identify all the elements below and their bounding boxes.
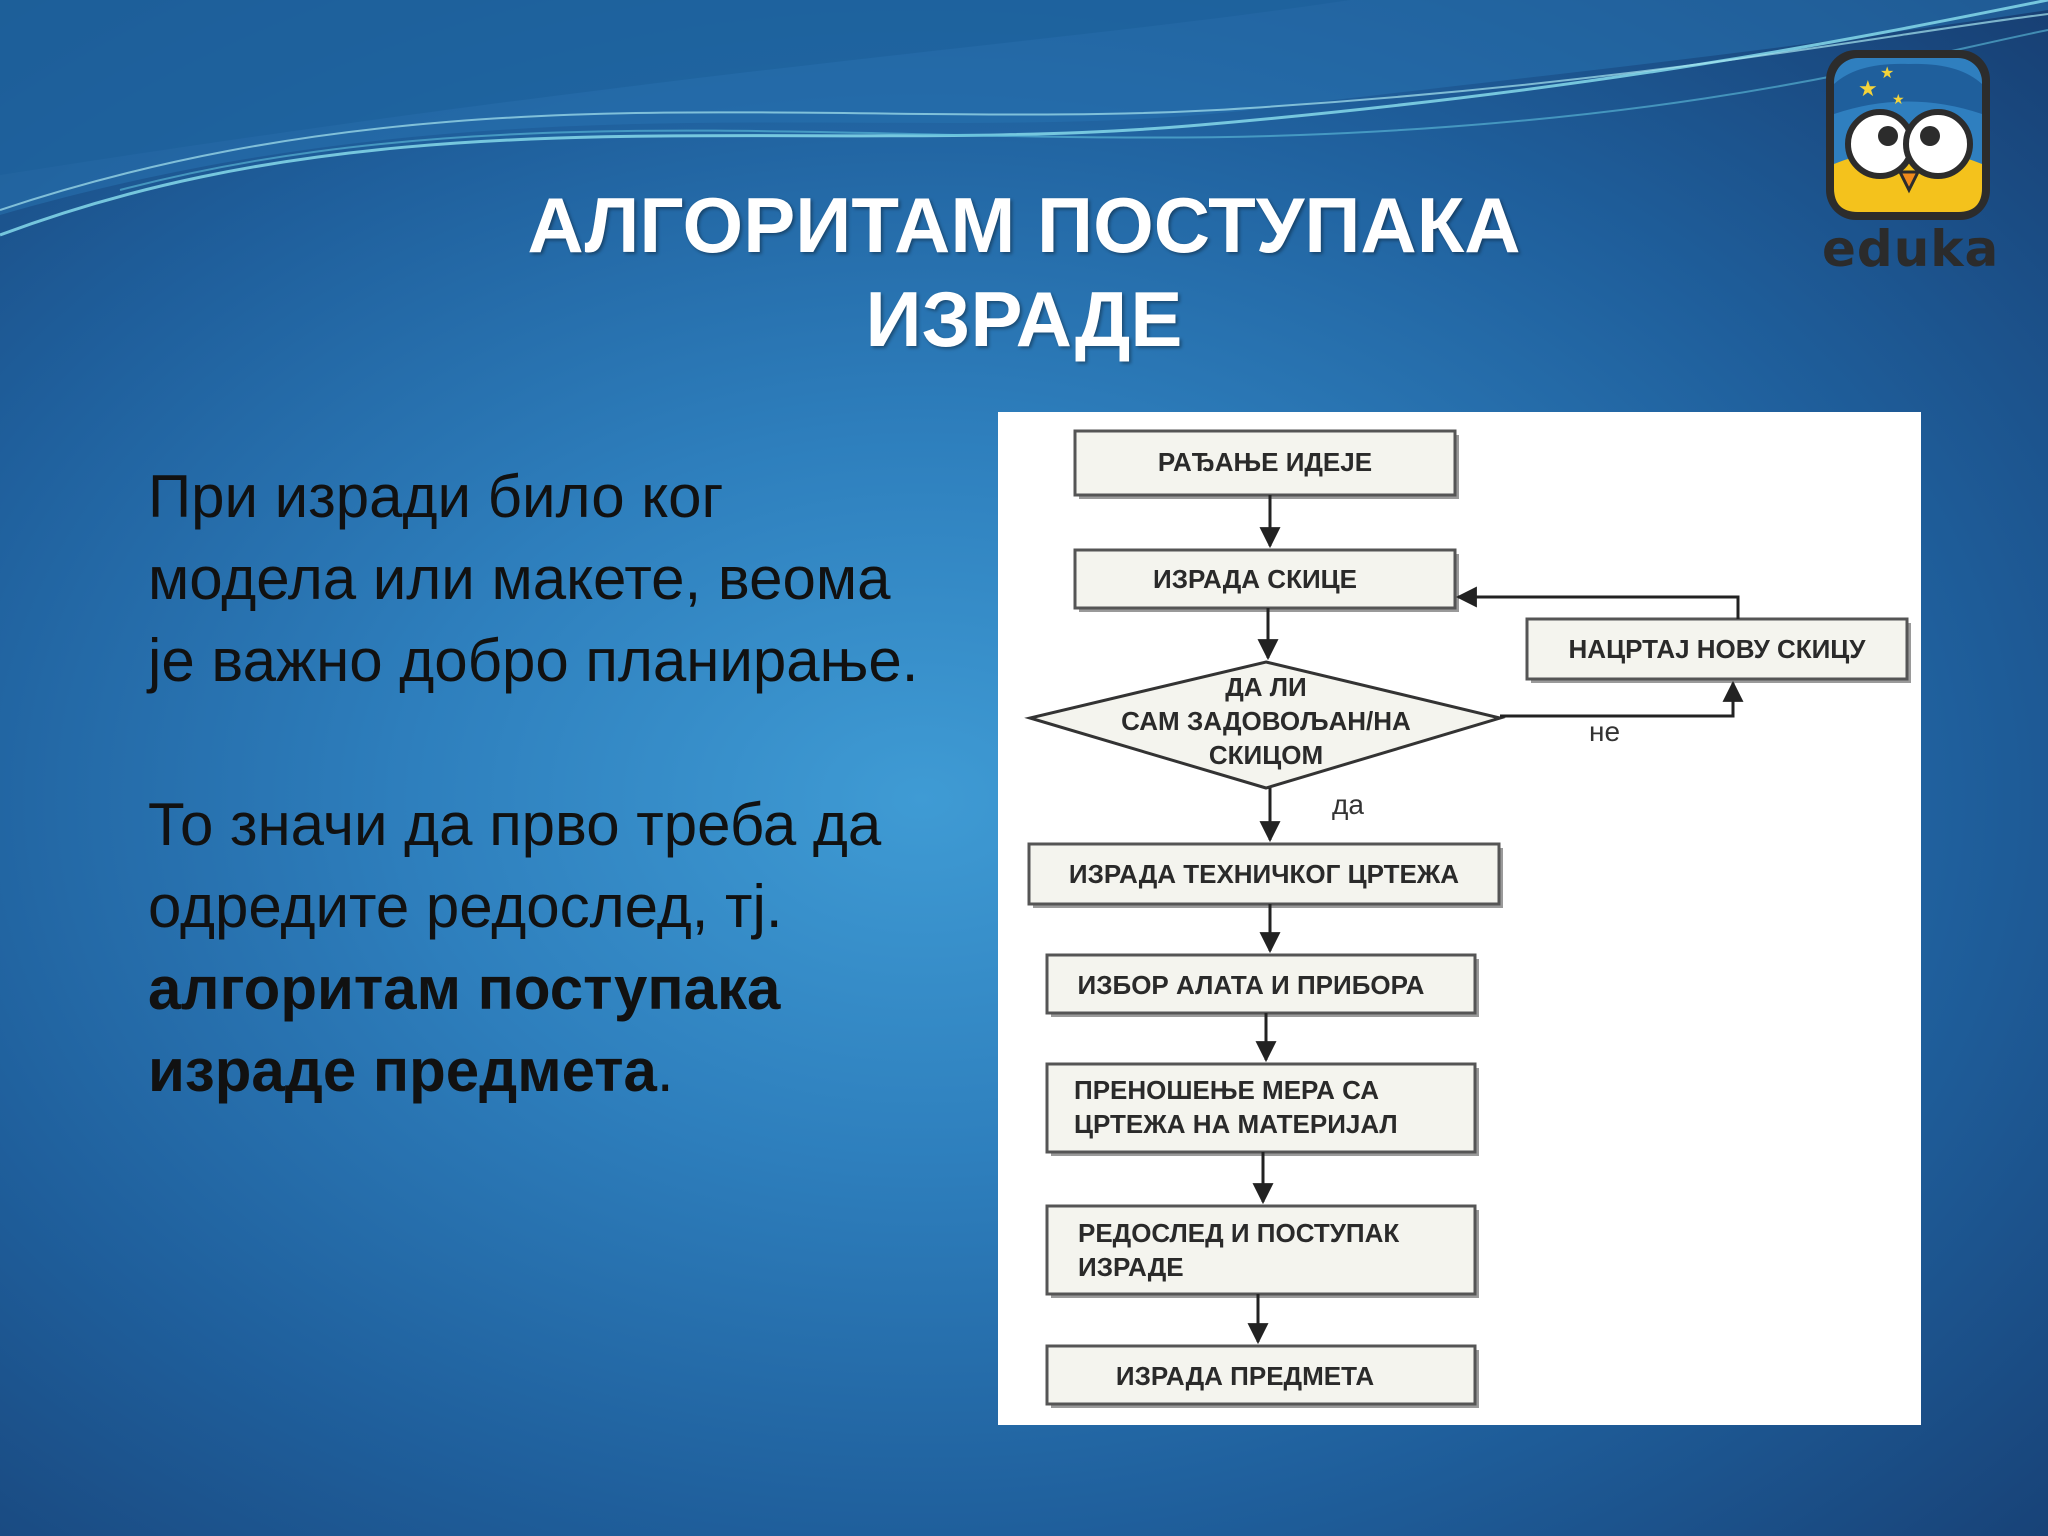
paragraph-2-bold: алгоритам поступака израде предмета: [148, 955, 781, 1104]
step-tools-label: ИЗБОР АЛАТА И ПРИБОРА: [1078, 970, 1425, 1000]
title-line-2: ИЗРАДЕ: [865, 275, 1183, 363]
step-order-procedure: РЕДОСЛЕД И ПОСТУПАК ИЗРАДЕ: [1045, 1204, 1479, 1298]
decision-diamond: ДА ЛИ САМ ЗАДОВОЉАН/НА СКИЦОМ: [1024, 660, 1506, 790]
svg-text:★: ★: [1880, 63, 1894, 82]
step-sketch: ИЗРАДА СКИЦЕ: [1073, 548, 1459, 612]
paragraph-2: То значи да прво треба да одредите редос…: [148, 784, 948, 1112]
step-make-object-label: ИЗРАДА ПРЕДМЕТА: [1116, 1361, 1374, 1391]
label-no: не: [1589, 716, 1620, 747]
step-sketch-label: ИЗРАДА СКИЦЕ: [1153, 564, 1357, 594]
svg-text:★: ★: [1892, 92, 1905, 108]
step-transfer-line-2: ЦРТЕЖА НА МАТЕРИЈАЛ: [1074, 1109, 1398, 1139]
step-transfer-measures: ПРЕНОШЕЊЕ МЕРА СА ЦРТЕЖА НА МАТЕРИЈАЛ: [1045, 1062, 1479, 1156]
step-new-sketch-label: НАЦРТАЈ НОВУ СКИЦУ: [1569, 634, 1867, 664]
decision-line-3: СКИЦОМ: [1209, 740, 1323, 770]
step-idea-label: РАЂАЊЕ ИДЕЈЕ: [1158, 447, 1372, 477]
decision-line-1: ДА ЛИ: [1225, 672, 1306, 702]
label-yes: да: [1332, 789, 1364, 820]
step-order-line-2: ИЗРАДЕ: [1078, 1252, 1184, 1282]
decision-line-2: САМ ЗАДОВОЉАН/НА: [1121, 706, 1411, 736]
step-transfer-line-1: ПРЕНОШЕЊЕ МЕРА СА: [1074, 1075, 1379, 1105]
arrow-back: [1455, 586, 1740, 619]
step-new-sketch: НАЦРТАЈ НОВУ СКИЦУ: [1525, 617, 1911, 683]
step-order-line-1: РЕДОСЛЕД И ПОСТУПАК: [1078, 1218, 1399, 1248]
step-tools: ИЗБОР АЛАТА И ПРИБОРА: [1045, 953, 1479, 1017]
step-technical-drawing-label: ИЗРАДА ТЕХНИЧКОГ ЦРТЕЖА: [1069, 859, 1459, 889]
step-idea: РАЂАЊЕ ИДЕЈЕ: [1073, 429, 1459, 499]
flowchart-panel: РАЂАЊЕ ИДЕЈЕ ИЗРАДА СКИЦЕ ДА ЛИ САМ ЗАДО…: [998, 412, 1921, 1425]
arrow-no: [1500, 680, 1744, 718]
body-text: При изради било ког модела или макете, в…: [148, 456, 948, 1112]
svg-text:★: ★: [1858, 77, 1878, 102]
paragraph-1: При изради било ког модела или макете, в…: [148, 463, 919, 694]
step-technical-drawing: ИЗРАДА ТЕХНИЧКОГ ЦРТЕЖА: [1027, 842, 1503, 908]
step-make-object: ИЗРАДА ПРЕДМЕТА: [1045, 1344, 1479, 1408]
flowchart: РАЂАЊЕ ИДЕЈЕ ИЗРАДА СКИЦЕ ДА ЛИ САМ ЗАДО…: [1024, 429, 1911, 1408]
paragraph-2-end: .: [656, 1037, 674, 1104]
paragraph-2-plain: То значи да прво треба да одредите редос…: [148, 791, 882, 940]
slide-title: АЛГОРИТАМ ПОСТУПАКА ИЗРАДЕ: [400, 178, 1648, 366]
owl-icon: ★ ★ ★: [1826, 50, 1990, 220]
title-line-1: АЛГОРИТАМ ПОСТУПАКА: [527, 181, 1521, 269]
logo-text: eduka: [1822, 220, 2000, 278]
